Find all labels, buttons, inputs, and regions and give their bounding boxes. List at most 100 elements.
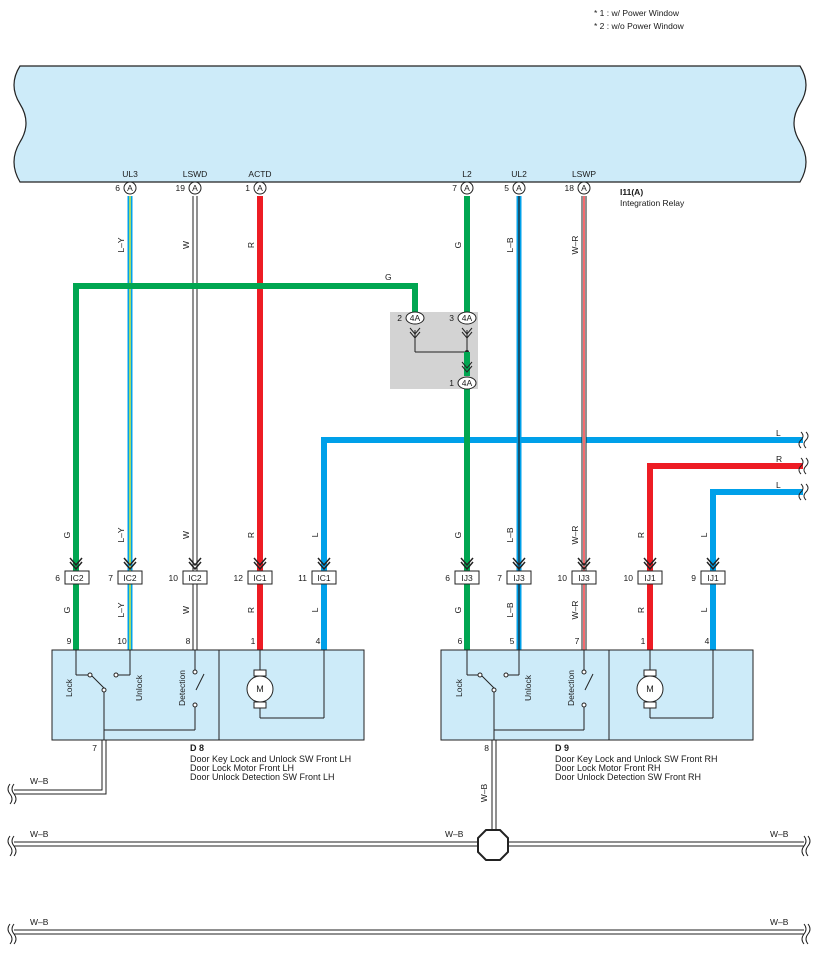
svg-text:L: L: [310, 532, 320, 537]
wire-g-lh: [73, 283, 418, 650]
svg-text:Detection: Detection: [566, 670, 576, 706]
lh-unit-code: D 8: [190, 743, 204, 753]
svg-text:L: L: [776, 428, 781, 438]
svg-text:6: 6: [445, 573, 450, 583]
svg-text:1: 1: [641, 636, 646, 646]
svg-text:A: A: [464, 183, 470, 193]
svg-text:6: 6: [458, 636, 463, 646]
ground-wires: [7, 740, 811, 945]
svg-text:L–Y: L–Y: [116, 237, 126, 252]
note-no-power-window: * 2 : w/o Power Window: [594, 21, 685, 31]
svg-text:6: 6: [55, 573, 60, 583]
svg-text:5: 5: [504, 183, 509, 193]
svg-text:A: A: [516, 183, 522, 193]
svg-text:7: 7: [575, 636, 580, 646]
svg-text:IJ3: IJ3: [461, 573, 473, 583]
svg-text:L–B: L–B: [505, 602, 515, 617]
svg-text:A: A: [581, 183, 587, 193]
svg-text:6: 6: [115, 183, 120, 193]
svg-text:4A: 4A: [462, 313, 473, 323]
svg-text:IJ1: IJ1: [644, 573, 656, 583]
svg-text:IC2: IC2: [123, 573, 137, 583]
svg-text:Unlock: Unlock: [134, 674, 144, 701]
relay-pin-lswd: A 19: [176, 181, 202, 195]
rh-unit-line-1: Door Key Lock and Unlock SW Front RH: [555, 754, 718, 764]
svg-text:Lock: Lock: [454, 678, 464, 697]
relay-name: Integration Relay: [620, 198, 685, 208]
svg-text:L: L: [776, 480, 781, 490]
svg-text:G: G: [453, 242, 463, 249]
svg-text:IC2: IC2: [70, 573, 84, 583]
relay-code: I11(A): [620, 187, 643, 197]
svg-text:M: M: [256, 684, 264, 694]
svg-text:W: W: [181, 241, 191, 249]
svg-text:L–Y: L–Y: [116, 602, 126, 617]
svg-text:A: A: [192, 183, 198, 193]
integration-relay-body: [13, 65, 807, 183]
lh-unit-line-3: Door Unlock Detection SW Front LH: [190, 772, 335, 782]
svg-text:R: R: [636, 532, 646, 538]
terminal-actd: ACTD: [248, 169, 271, 179]
relay-terminal-names: UL3 LSWD ACTD L2 UL2 LSWP: [122, 169, 596, 179]
connector-ij3-6: IJ3 6: [445, 557, 480, 585]
door-unit-rh: 6 5 7 1 4: [440, 636, 754, 782]
svg-text:R: R: [246, 532, 256, 538]
svg-text:L: L: [699, 532, 709, 537]
ground-wire-labels: W–B W–B W–B W–B W–B W–B W–B: [30, 776, 789, 927]
svg-text:W–B: W–B: [445, 829, 464, 839]
svg-text:W–B: W–B: [30, 776, 49, 786]
relay-pin-l2: A7: [452, 181, 474, 195]
svg-text:19: 19: [176, 183, 186, 193]
terminal-lswp: LSWP: [572, 169, 596, 179]
svg-text:8: 8: [186, 636, 191, 646]
svg-text:G: G: [62, 607, 72, 614]
svg-text:M: M: [646, 684, 654, 694]
door-unit-lh: 9 10 8 1 4: [51, 636, 365, 782]
svg-text:G: G: [62, 532, 72, 539]
svg-text:12: 12: [234, 573, 244, 583]
terminal-lswd: LSWD: [183, 169, 208, 179]
svg-text:L: L: [310, 607, 320, 612]
svg-text:L–B: L–B: [505, 237, 515, 252]
svg-text:R: R: [776, 454, 782, 464]
svg-text:R: R: [636, 607, 646, 613]
svg-text:8: 8: [484, 743, 489, 753]
svg-text:R: R: [246, 242, 256, 248]
svg-text:3: 3: [449, 313, 454, 323]
ground-splice: [477, 829, 509, 861]
svg-text:W–B: W–B: [770, 917, 789, 927]
svg-text:1: 1: [449, 378, 454, 388]
svg-text:9: 9: [67, 636, 72, 646]
svg-text:W–R: W–R: [570, 526, 580, 545]
svg-text:G: G: [385, 272, 392, 282]
wire-r-rh: [647, 463, 803, 650]
svg-text:W–R: W–R: [570, 601, 580, 620]
svg-text:G: G: [453, 607, 463, 614]
rh-unit-line-3: Door Unlock Detection SW Front RH: [555, 772, 701, 782]
svg-text:7: 7: [497, 573, 502, 583]
svg-text:10: 10: [117, 636, 127, 646]
svg-text:5: 5: [510, 636, 515, 646]
svg-text:10: 10: [558, 573, 568, 583]
svg-text:IC1: IC1: [253, 573, 267, 583]
wire-l-rh: [710, 489, 803, 650]
wire-break-marks: [798, 431, 809, 501]
rh-unit-code: D 9: [555, 743, 569, 753]
svg-text:W–B: W–B: [30, 917, 49, 927]
svg-text:W–B: W–B: [30, 829, 49, 839]
svg-text:R: R: [246, 607, 256, 613]
wire-color-labels: L–Y W R G L–B W–R G L R L G L–Y W R L G …: [62, 236, 782, 620]
svg-text:G: G: [453, 532, 463, 539]
svg-text:IC1: IC1: [317, 573, 331, 583]
svg-text:11: 11: [298, 573, 307, 583]
terminal-ul2: UL2: [511, 169, 527, 179]
relay-pin-actd: A1: [245, 181, 267, 195]
svg-text:10: 10: [169, 573, 179, 583]
